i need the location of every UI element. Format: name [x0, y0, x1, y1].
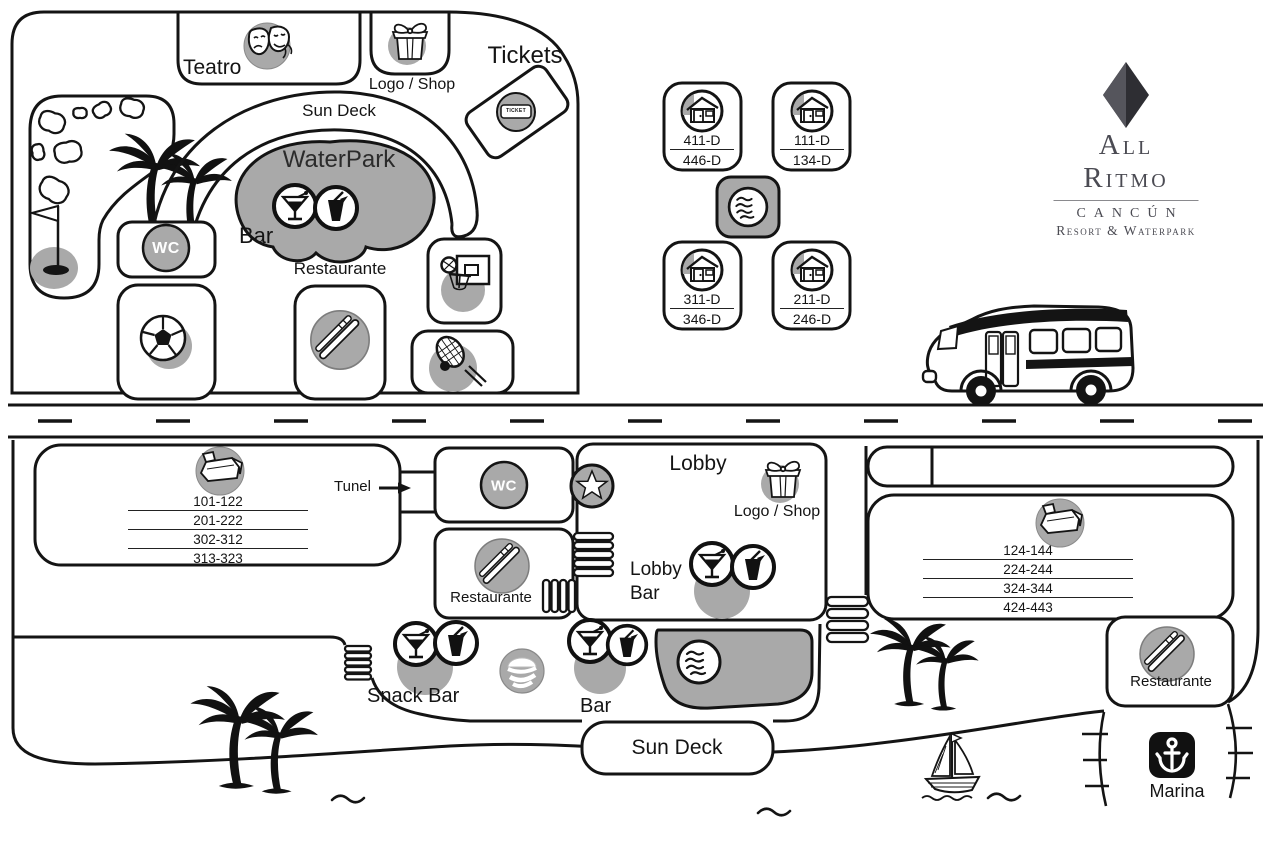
bed-icon-left: [195, 446, 245, 496]
brand-name: All Ritmo: [1053, 129, 1199, 201]
lower-resort-outline: [11, 440, 1260, 766]
rooms-building-left: [33, 443, 402, 567]
cocktail-icon: [272, 183, 318, 229]
stairs: [343, 531, 870, 681]
brand-tagline: Resort & Waterpark: [1056, 223, 1196, 238]
bungalow-icon: [680, 248, 724, 292]
marina-label: Marina: [1149, 781, 1205, 801]
wc-label-bottom: WC: [491, 477, 517, 495]
teatro-label: Teatro: [183, 56, 242, 79]
palm-trees-icon: [190, 686, 318, 794]
room-block-211: 211-D 246-D: [780, 291, 844, 327]
bungalow-icon: [790, 89, 834, 133]
brand-logo: All Ritmo CANCÚN Resort & Waterpark: [1053, 129, 1199, 239]
room-block-311: 311-D 346-D: [670, 291, 734, 327]
ticket-stub-label: TICKET: [506, 108, 526, 114]
tunel-arrow: [379, 482, 411, 494]
sun-deck-label-top: Sun Deck: [302, 101, 376, 120]
logo-shop-label-lobby: Logo / Shop: [733, 503, 821, 520]
bar-label-bottom: Bar: [580, 695, 612, 717]
drink-icon: [313, 185, 359, 231]
restaurante-label-right: Restaurante: [1130, 673, 1212, 690]
logo-shop-label-top: Logo / Shop: [368, 76, 456, 93]
pool-icon-lower: [676, 639, 722, 685]
drink-icon-bar: [605, 623, 649, 667]
shore-wave: [330, 794, 366, 804]
shore-wave: [986, 792, 1022, 802]
lobby-bar-label: Lobby Bar: [630, 559, 682, 604]
room-block-111: 111-D 134-D: [780, 132, 844, 168]
central-pool-block: [715, 175, 781, 239]
restaurant-icon-mid: [474, 538, 530, 594]
restaurante-label-mid: Restaurante: [450, 589, 532, 606]
stairs-snackbar: [343, 644, 373, 681]
waterpark-label: WaterPark: [282, 146, 396, 173]
shuttle-bus: [921, 304, 1135, 406]
cocktail-icon-lobby: [689, 541, 735, 587]
tickets-label: Tickets: [487, 42, 563, 69]
anchor-icon: [1147, 730, 1197, 780]
sun-deck-arc: [148, 90, 479, 259]
pool-icon: [727, 186, 769, 228]
star-icon: [569, 463, 615, 509]
bungalow-icon: [790, 248, 834, 292]
room-block-411: 411-D 446-D: [670, 132, 734, 168]
rooms-list-right: 124-144 224-244 324-344 424-443: [923, 541, 1133, 616]
minigolf-area: [28, 94, 176, 300]
stairs-east-corridor: [825, 595, 870, 644]
rooms-list-left: 101-122 201-222 302-312 313-323: [128, 492, 308, 567]
drink-icon-lobby: [730, 544, 776, 590]
drink-icon-snack: [433, 620, 479, 666]
ticket-icon: [500, 104, 532, 119]
restaurant-icon-top: [309, 309, 371, 371]
shore-wave: [756, 807, 792, 817]
rooms-building-right: [866, 493, 1235, 621]
brand-diamond-icon: [1103, 62, 1149, 128]
bed-icon-right: [1035, 498, 1085, 548]
marina-pier: [1082, 703, 1253, 807]
restaurante-label-top: Restaurante: [293, 259, 387, 278]
ticket-booth: [464, 64, 570, 160]
sun-deck-label-bottom: Sun Deck: [631, 736, 723, 759]
tunel-label: Tunel: [334, 478, 371, 495]
stairs-lobby-west: [572, 531, 615, 578]
bungalow-icon: [680, 89, 724, 133]
cocktail-icon-snack: [393, 621, 439, 667]
golf-hole-icon: [28, 204, 78, 289]
palm-trees-icon: [870, 619, 979, 711]
stairs-restaurante: [541, 578, 577, 614]
snack-bar-label: Snack Bar: [367, 685, 460, 707]
road: [8, 403, 1263, 439]
wc-label-top: WC: [152, 240, 180, 257]
sun-deck-building: [580, 720, 775, 776]
burger-icon: [500, 649, 544, 693]
lobby-label: Lobby: [669, 452, 727, 475]
bar-label-top: Bar: [239, 223, 274, 248]
walkway-building: [866, 445, 1235, 488]
cocktail-icon-bar: [567, 618, 613, 664]
sailboat: [921, 732, 981, 801]
brand-city: CANCÚN: [1076, 206, 1184, 221]
